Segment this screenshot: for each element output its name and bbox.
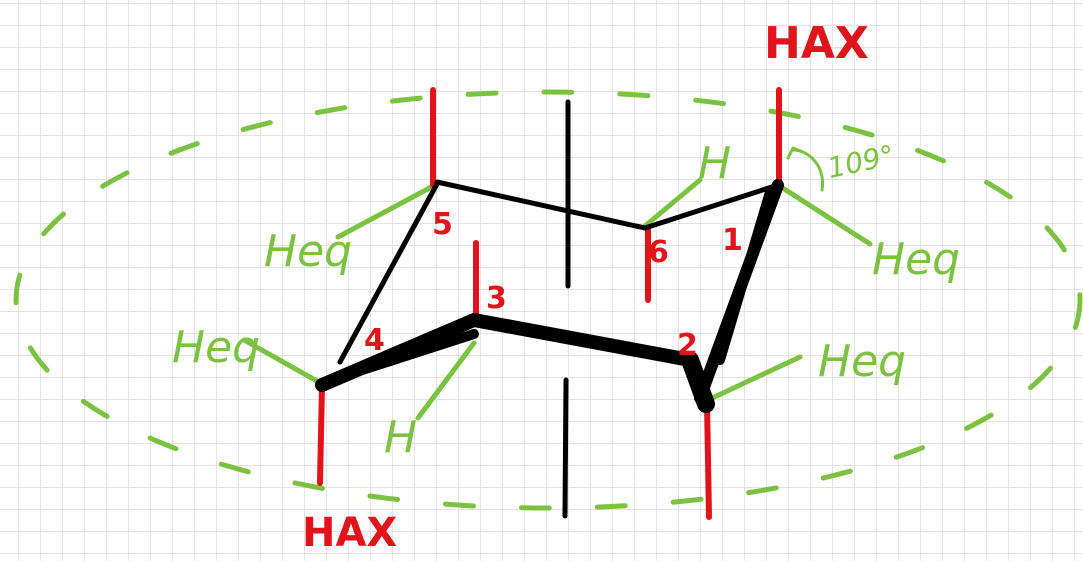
equatorial-bonds	[241, 177, 873, 421]
equatorial-plane-ellipse	[13, 89, 1083, 511]
h-equatorial-c5-label: Heq	[264, 226, 352, 277]
carbon-4-label: 4	[364, 323, 385, 358]
angle-arrowhead-icon	[786, 146, 805, 160]
h-axial-bottom-label: HAX	[302, 510, 397, 556]
chair-ring-front	[315, 179, 784, 413]
h-c6-label: H	[698, 138, 731, 189]
symmetry-axis	[562, 99, 571, 519]
carbon-3-label: 3	[486, 281, 507, 316]
axial-bonds	[317, 87, 782, 520]
h-equatorial-c1-label: Heq	[872, 234, 960, 285]
carbon-6-label: 6	[648, 235, 669, 270]
h-equatorial-c2-label: Heq	[818, 336, 906, 387]
carbon-2-label: 2	[677, 328, 698, 363]
h-equatorial-c4-label: Heq	[172, 322, 260, 373]
carbon-1-label: 1	[722, 223, 743, 258]
h-axial-top-label: HAX	[764, 18, 869, 69]
carbon-5-label: 5	[432, 207, 453, 242]
angle-arc-icon	[791, 148, 825, 192]
chair-ring-back	[337, 179, 781, 365]
bond-angle-label: 109°	[825, 139, 898, 185]
h-c3-label: H	[384, 412, 417, 463]
